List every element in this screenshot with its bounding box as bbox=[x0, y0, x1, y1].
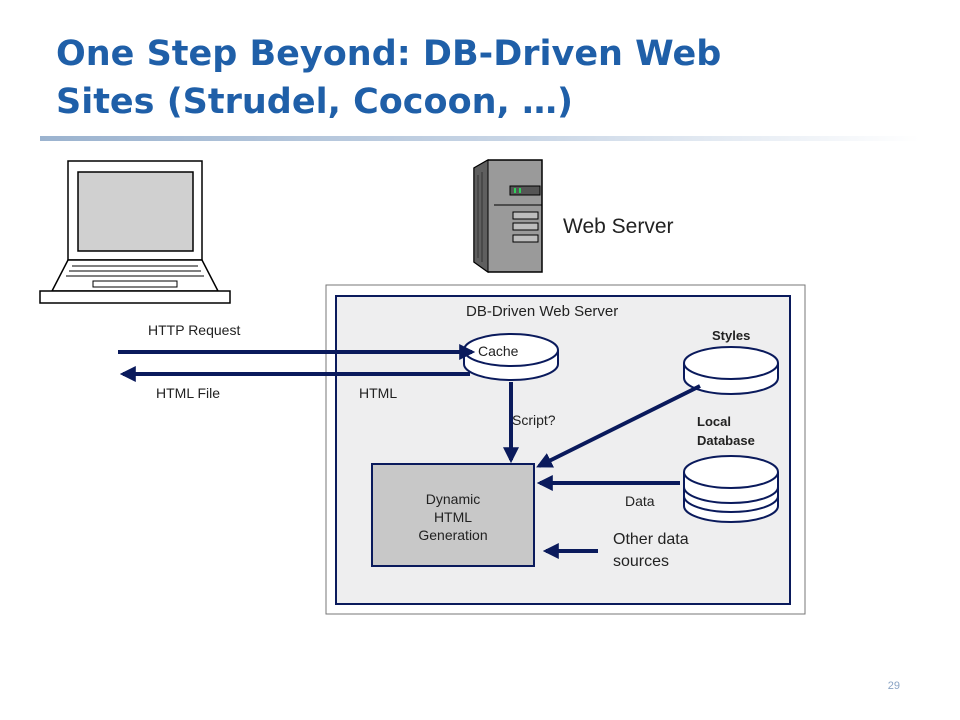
title-underline bbox=[40, 136, 920, 141]
other-sources-line-1: Other data bbox=[613, 531, 689, 548]
http-request-label: HTTP Request bbox=[148, 322, 241, 338]
slide-title-line-1: One Step Beyond: DB-Driven Web bbox=[56, 34, 722, 74]
local-database-label-line-2: Database bbox=[697, 433, 755, 448]
db-driven-web-server-label: DB-Driven Web Server bbox=[466, 303, 619, 320]
styles-arrow bbox=[536, 384, 701, 468]
dynamic-html-generation-label: Dynamic HTML Generation bbox=[372, 490, 534, 544]
cache-database-icon bbox=[463, 333, 559, 381]
server-tower-icon bbox=[473, 159, 543, 273]
laptop-icon bbox=[39, 160, 231, 304]
local-database-label-line-1: Local bbox=[697, 414, 731, 429]
dynamic-label-line-2: HTML bbox=[433, 509, 473, 525]
cache-label: Cache bbox=[478, 343, 519, 359]
styles-label: Styles bbox=[712, 328, 751, 343]
styles-database-icon bbox=[683, 346, 779, 395]
html-file-label: HTML File bbox=[156, 385, 221, 401]
other-data-sources-label: Other data sources bbox=[613, 529, 689, 573]
dynamic-label-line-3: Generation bbox=[418, 527, 488, 543]
local-database-label: Local Database bbox=[697, 412, 755, 450]
web-server-label: Web Server bbox=[563, 215, 674, 238]
dynamic-html-generation-box bbox=[371, 463, 535, 567]
local-database-icon bbox=[683, 455, 779, 523]
script-label: Script? bbox=[512, 412, 556, 428]
data-label: Data bbox=[625, 493, 655, 509]
other-sources-line-2: sources bbox=[613, 553, 670, 570]
slide-title-line-2: Sites (Strudel, Cocoon, …) bbox=[56, 82, 574, 122]
slide-title: One Step Beyond: DB-Driven Web Sites (St… bbox=[56, 30, 721, 126]
dynamic-label-line-1: Dynamic bbox=[425, 491, 481, 507]
html-label: HTML bbox=[359, 385, 398, 401]
page-number: 29 bbox=[887, 680, 900, 692]
